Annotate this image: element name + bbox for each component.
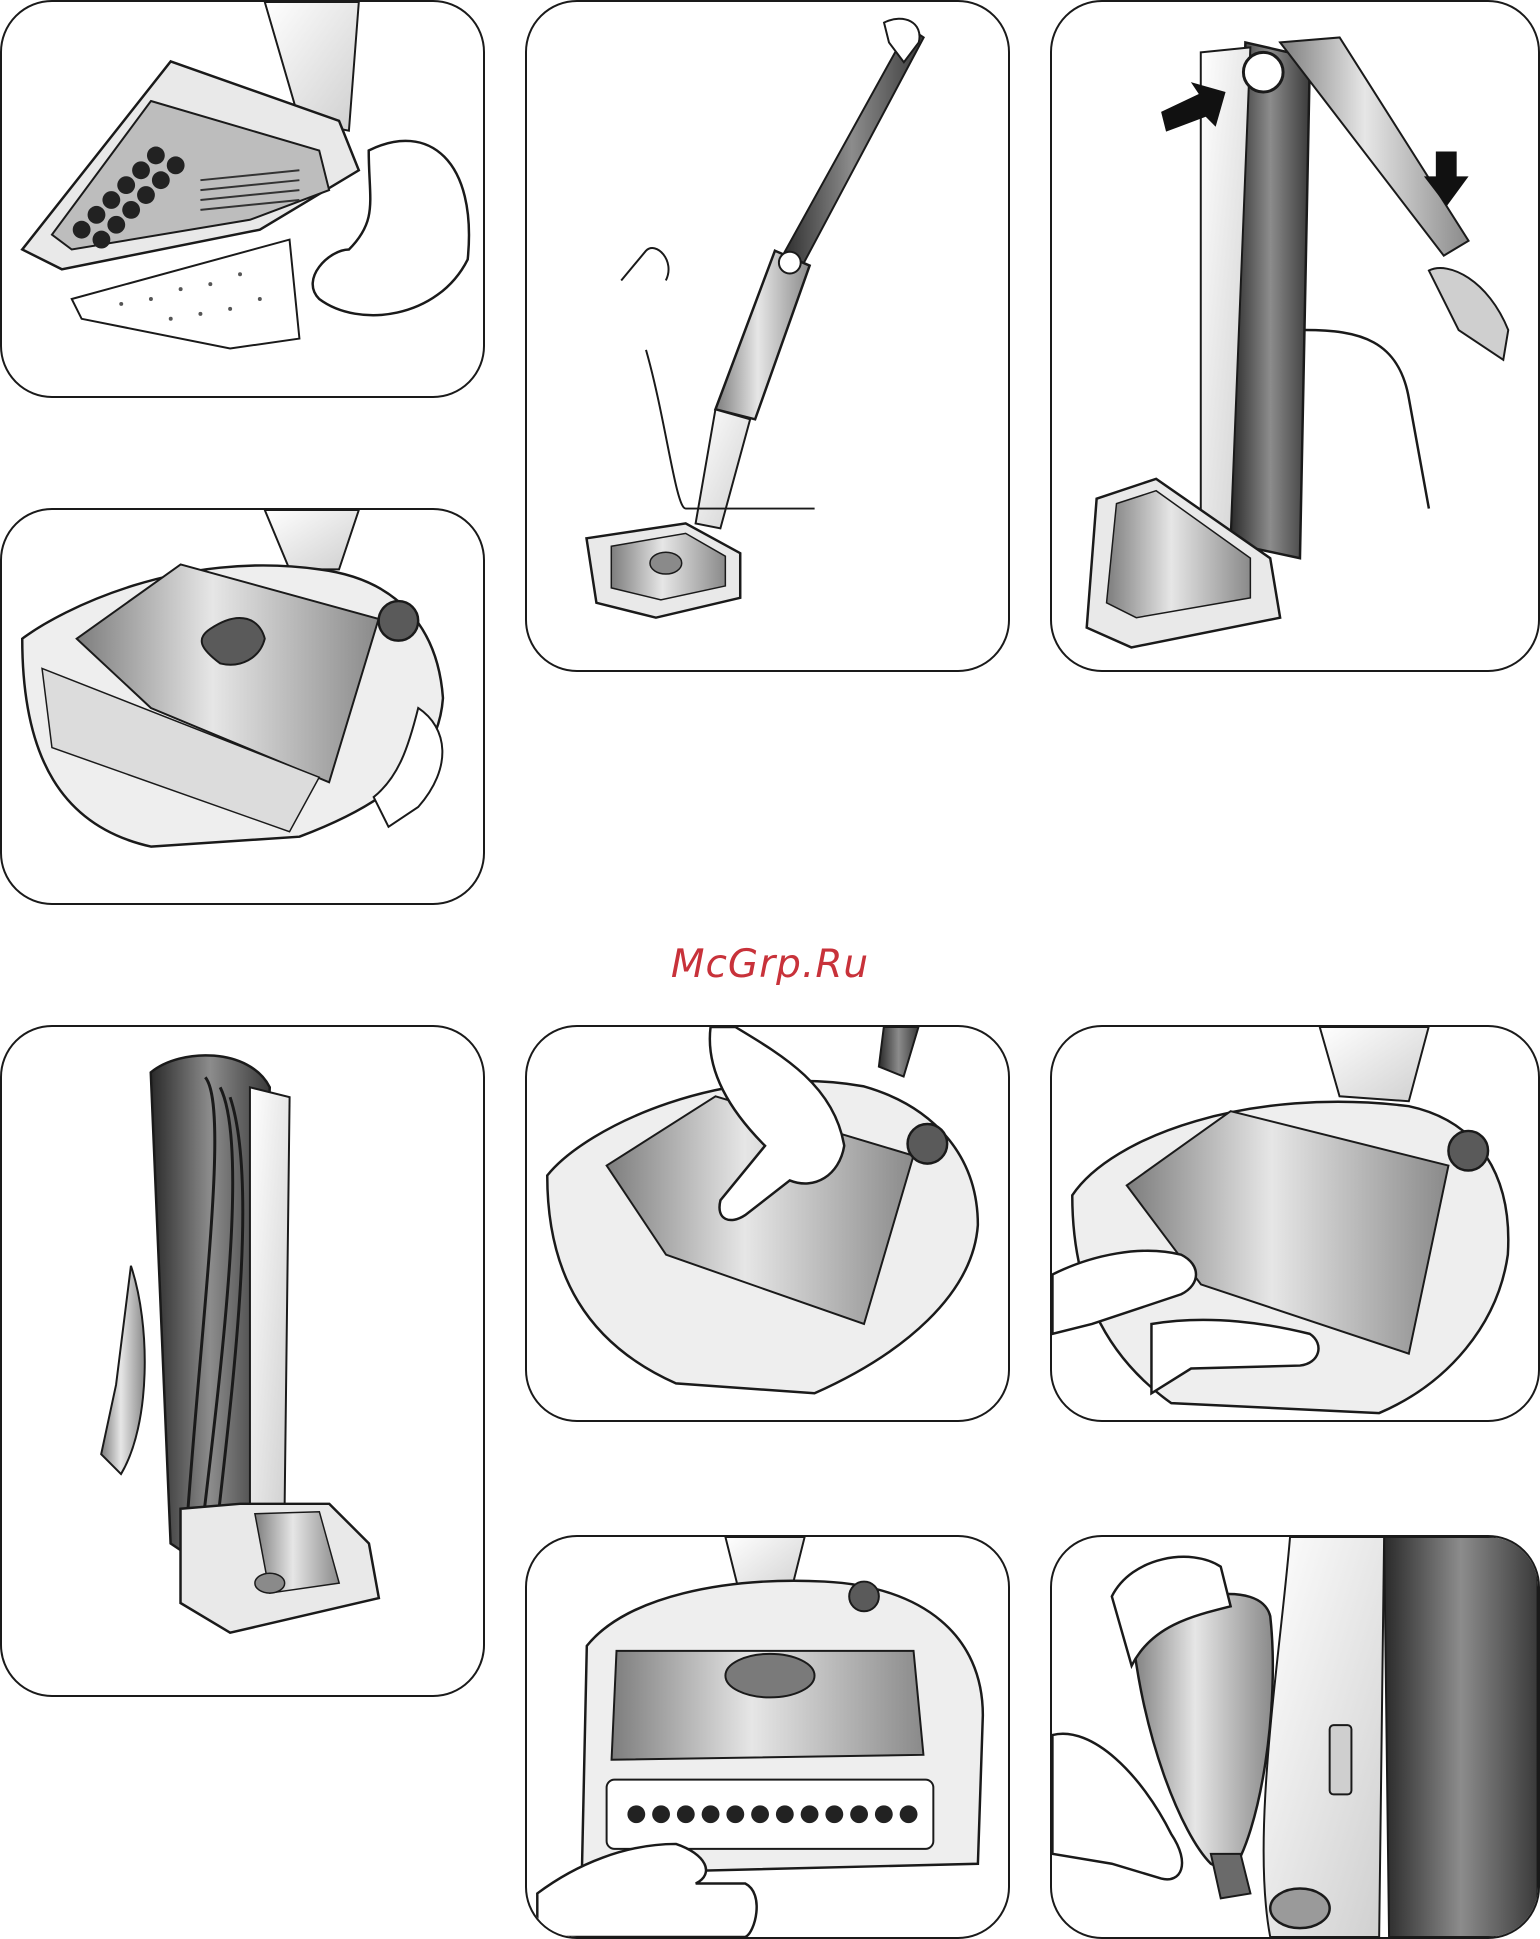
finger-pressing-button-icon — [527, 1027, 1008, 1420]
panel-mop-head-with-pad — [0, 508, 485, 905]
panel-brush-cleaning — [525, 1535, 1010, 1939]
hand-removing-cloth-pad-icon — [2, 2, 483, 396]
panel-finger-pressing-button — [525, 1025, 1010, 1422]
panel-hands-attaching-pad — [1050, 1025, 1540, 1422]
watermark: McGrp.Ru — [0, 942, 1540, 987]
panel-cord-storage — [0, 1025, 485, 1697]
filling-water-tank-icon — [1052, 1537, 1538, 1937]
mop-head-with-pad-icon — [2, 510, 483, 903]
panel-fold-handle — [1050, 0, 1540, 672]
cord-wrapped-storage-icon — [2, 1027, 483, 1695]
panel-filling-water-tank — [1050, 1535, 1540, 1939]
brush-cleaning-icon — [527, 1537, 1008, 1937]
panel-hand-removing-cloth-pad — [0, 0, 485, 398]
panel-steam-mop-upright — [525, 0, 1010, 672]
fold-handle-arrows-icon — [1052, 2, 1538, 670]
steam-mop-upright-icon — [527, 2, 1008, 670]
hands-attaching-pad-icon — [1052, 1027, 1538, 1420]
